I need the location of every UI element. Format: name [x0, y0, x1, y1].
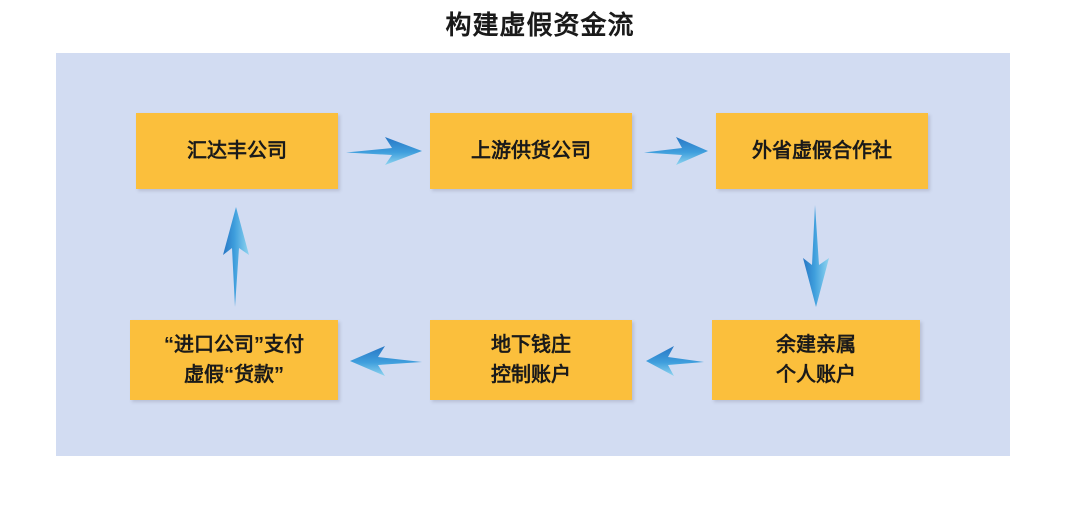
page-title: 构建虚假资金流 — [445, 10, 635, 40]
arrow-down-icon-coop-to-relatives — [803, 205, 829, 307]
flow-diagram-panel: 汇达丰公司 上游供货公司 外省虚假合作社 “进口公司”支付 虚假“货款” 地下钱… — [56, 53, 1010, 456]
node-huidafeng-line-1: 汇达丰公司 — [187, 140, 287, 162]
arrow-right-icon-huidafeng-to-supplier — [346, 137, 422, 165]
node-import-company-payment-line-1: “进口公司”支付 — [164, 334, 304, 356]
node-yujian-relatives-account-line-2: 个人账户 — [776, 364, 856, 386]
arrow-up-icon-import-to-huidafeng — [223, 207, 249, 307]
arrow-right-icon-supplier-to-coop — [644, 137, 708, 165]
node-upstream-supplier[interactable]: 上游供货公司 — [430, 113, 632, 189]
arrow-left-icon-relatives-to-underground — [646, 346, 704, 376]
node-underground-bank-account-line-1: 地下钱庄 — [491, 334, 571, 356]
arrow-left-icon-underground-to-import — [350, 346, 422, 376]
node-underground-bank-account[interactable]: 地下钱庄 控制账户 — [430, 320, 632, 400]
node-import-company-payment-line-2: 虚假“货款” — [184, 364, 284, 386]
node-out-of-province-fake-coop-line-1: 外省虚假合作社 — [752, 140, 892, 162]
node-out-of-province-fake-coop[interactable]: 外省虚假合作社 — [716, 113, 928, 189]
node-underground-bank-account-line-2: 控制账户 — [491, 364, 571, 386]
node-upstream-supplier-line-1: 上游供货公司 — [471, 140, 591, 162]
node-import-company-payment[interactable]: “进口公司”支付 虚假“货款” — [130, 320, 338, 400]
node-yujian-relatives-account-line-1: 余建亲属 — [776, 334, 856, 356]
node-yujian-relatives-account[interactable]: 余建亲属 个人账户 — [712, 320, 920, 400]
node-huidafeng[interactable]: 汇达丰公司 — [136, 113, 338, 189]
